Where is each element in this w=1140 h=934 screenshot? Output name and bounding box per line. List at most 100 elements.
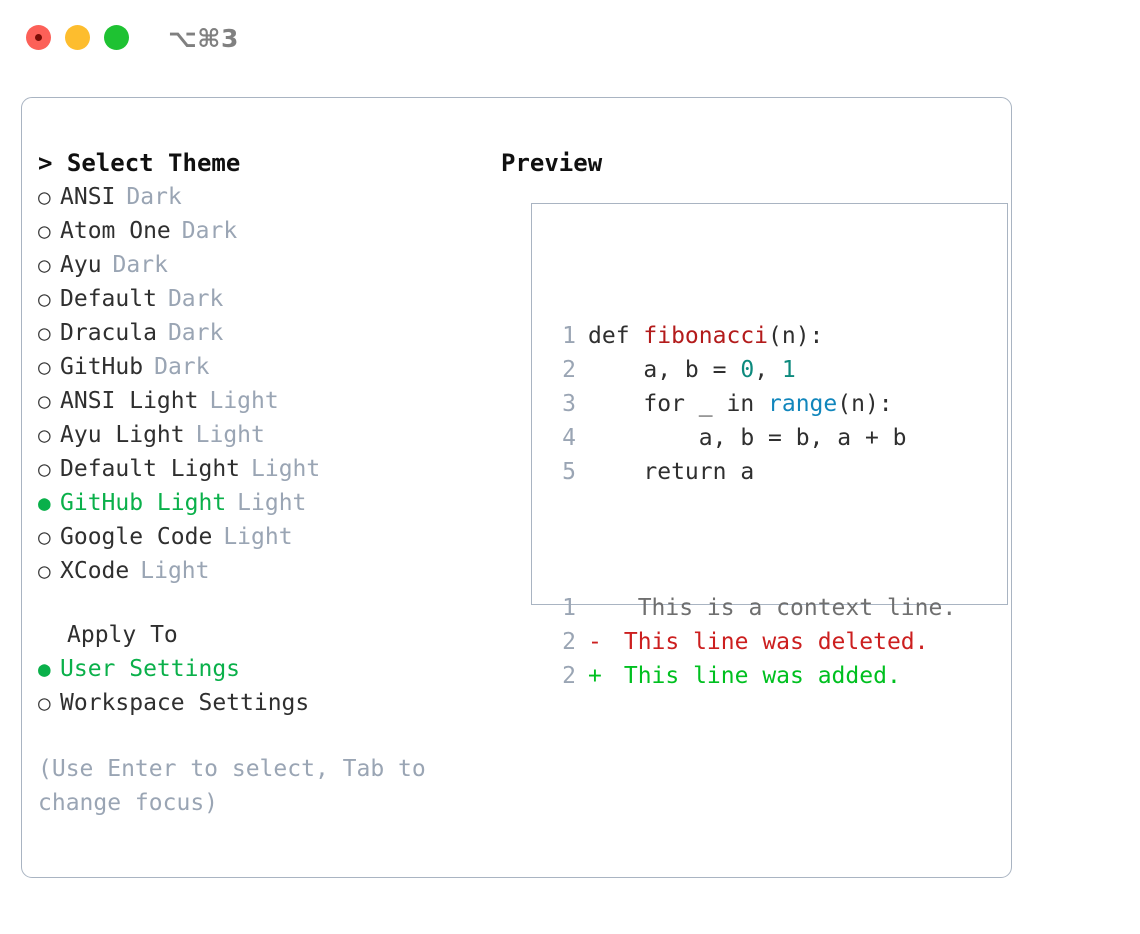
- apply-to-options: ● User Settings ○ Workspace Settings: [38, 652, 488, 720]
- theme-name-label: Ayu: [60, 252, 102, 278]
- code-line: 1 def fibonacci(n):: [550, 319, 956, 353]
- theme-variant-badge: Dark: [112, 252, 168, 278]
- radio-selected-icon: ●: [38, 657, 51, 681]
- code-token-num: 0: [740, 357, 755, 383]
- code-line-number: 5: [562, 459, 576, 485]
- diff-line-text: This line was added.: [610, 663, 901, 689]
- theme-variant-badge: Dark: [154, 354, 210, 380]
- diff-line: 1 This is a context line.: [550, 591, 956, 625]
- radio-unselected-icon: ○: [38, 691, 51, 715]
- theme-list-item[interactable]: ○ GitHub Dark: [38, 350, 488, 384]
- minimize-window-icon[interactable]: [65, 25, 90, 50]
- diff-sign: -: [588, 629, 602, 655]
- theme-list-item[interactable]: ○ XCode Light: [38, 554, 488, 588]
- theme-name-label: Atom One: [60, 218, 171, 244]
- theme-variant-badge: Light: [140, 558, 210, 584]
- diff-line-text: This is a context line.: [610, 595, 957, 621]
- apply-to-option-label: User Settings: [60, 656, 241, 682]
- code-line-content: a, b = b, a + b: [588, 421, 907, 455]
- apply-to-option-label: Workspace Settings: [60, 690, 310, 716]
- code-token-plain: ,: [754, 357, 782, 383]
- theme-variant-badge: Light: [237, 490, 307, 516]
- theme-variant-badge: Light: [195, 422, 265, 448]
- code-token-func: fibonacci: [643, 323, 769, 349]
- code-token-num: 1: [781, 357, 796, 383]
- theme-list-item[interactable]: ○ ANSI Dark: [38, 180, 488, 214]
- code-line: 4 a, b = b, a + b: [550, 421, 956, 455]
- theme-name-label: GitHub: [60, 354, 144, 380]
- diff-line: 2- This line was deleted.: [550, 625, 956, 659]
- theme-name-label: Default Light: [60, 456, 241, 482]
- apply-to-section: Apply To ● User Settings ○ Workspace Settin…: [38, 618, 488, 720]
- preview-heading: Preview: [501, 149, 603, 177]
- radio-unselected-icon: ○: [38, 355, 51, 379]
- theme-variant-badge: Light: [251, 456, 321, 482]
- code-line-content: def fibonacci(n):: [588, 319, 823, 353]
- theme-list-item[interactable]: ○ Default Light Light: [38, 452, 488, 486]
- code-token-builtin: range: [768, 391, 838, 417]
- theme-name-label: Ayu Light: [60, 422, 185, 448]
- code-token-plain: for _ in: [588, 391, 769, 417]
- diff-sign: [588, 591, 610, 625]
- radio-unselected-icon: ○: [38, 389, 51, 413]
- theme-list-item[interactable]: ○ ANSI Light Light: [38, 384, 488, 418]
- apply-to-option[interactable]: ○ Workspace Settings: [38, 686, 488, 720]
- theme-list-item[interactable]: ○ Ayu Dark: [38, 248, 488, 282]
- radio-unselected-icon: ○: [38, 287, 51, 311]
- diff-line-number: 2: [562, 663, 576, 689]
- code-token-kw: def: [588, 323, 644, 349]
- theme-variant-badge: Light: [209, 388, 279, 414]
- radio-unselected-icon: ○: [38, 185, 51, 209]
- code-line-number: 1: [562, 323, 576, 349]
- apply-to-title: Apply To: [67, 622, 178, 648]
- theme-name-label: ANSI Light: [60, 388, 199, 414]
- diff-line-text: This line was deleted.: [610, 629, 929, 655]
- close-window-icon[interactable]: [26, 25, 51, 50]
- code-line-number: 2: [562, 357, 576, 383]
- radio-unselected-icon: ○: [38, 525, 51, 549]
- theme-name-label: XCode: [60, 558, 130, 584]
- radio-unselected-icon: ○: [38, 423, 51, 447]
- theme-variant-badge: Dark: [167, 320, 224, 346]
- code-token-plain: a, b =: [588, 357, 741, 383]
- radio-unselected-icon: ○: [38, 253, 51, 277]
- radio-unselected-icon: ○: [38, 219, 51, 243]
- theme-name-label: ANSI: [60, 184, 116, 210]
- code-line-content: return a: [588, 455, 754, 489]
- theme-name-label: Google Code: [60, 524, 213, 550]
- diff-line-number: 2: [562, 629, 576, 655]
- code-line-content: for _ in range(n):: [588, 387, 892, 421]
- diff-sign: +: [588, 663, 602, 689]
- theme-name-label: GitHub Light: [60, 490, 227, 516]
- title-bar: ⌥⌘3: [0, 0, 1140, 76]
- diff-line-number: 1: [562, 595, 576, 621]
- diff-lines: 1 This is a context line.2- This line wa…: [550, 591, 956, 693]
- theme-name-label: Dracula: [60, 320, 157, 346]
- theme-variant-badge: Dark: [167, 286, 224, 312]
- theme-list-item[interactable]: ○ Ayu Light Light: [38, 418, 488, 452]
- code-line: 2 a, b = 0, 1: [550, 353, 956, 387]
- code-token-plain: return a: [588, 459, 755, 485]
- theme-variant-badge: Dark: [126, 184, 182, 210]
- apply-to-option[interactable]: ● User Settings: [38, 652, 488, 686]
- radio-unselected-icon: ○: [38, 457, 51, 481]
- code-line: 5 return a: [550, 455, 956, 489]
- code-line: 3 for _ in range(n):: [550, 387, 956, 421]
- radio-unselected-icon: ○: [38, 559, 51, 583]
- diff-line: 2 + This line was added.: [550, 659, 956, 693]
- code-line-number: 3: [562, 391, 576, 417]
- keyboard-hint-text: (Use Enter to select, Tab to change focu…: [38, 756, 440, 816]
- traffic-lights: [26, 25, 129, 50]
- maximize-window-icon[interactable]: [104, 25, 129, 50]
